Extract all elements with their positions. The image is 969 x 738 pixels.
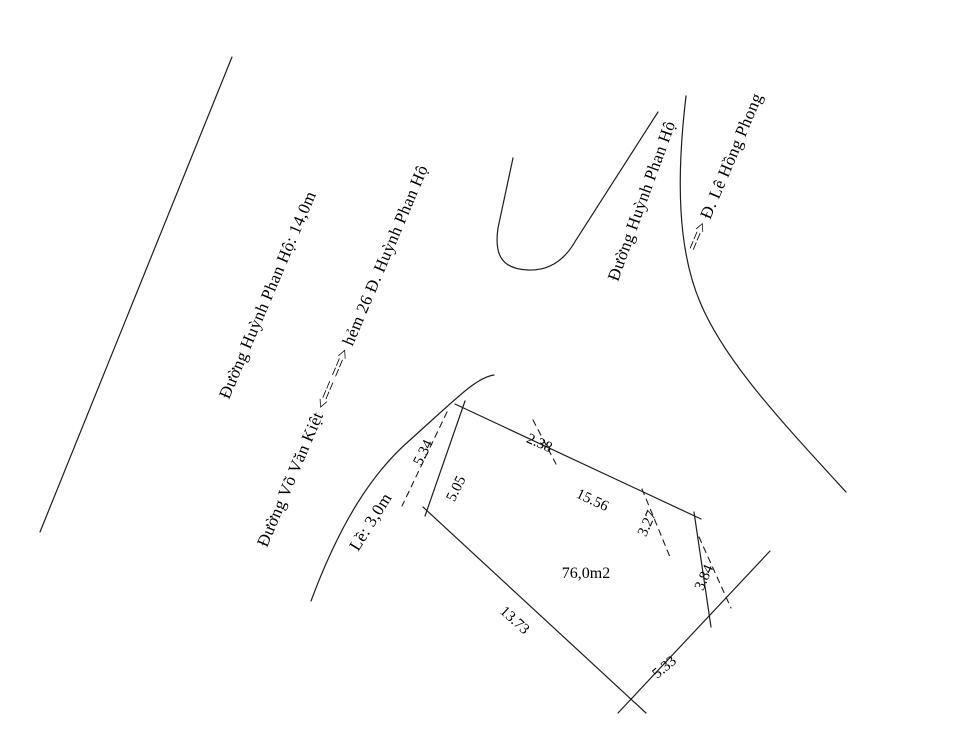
- witness-line-2-38: [532, 419, 557, 465]
- witness-line-3-27: [641, 488, 671, 558]
- witness-line-5-34: [401, 411, 448, 507]
- road-edge-left-line: [39, 56, 233, 533]
- parcel-corner-cut-edge: [617, 550, 771, 714]
- parcel-top-edge: [454, 403, 702, 520]
- curb-line: [310, 374, 495, 602]
- parcel-left-edge: [424, 400, 466, 517]
- road-hairpin-curve-line: [496, 111, 659, 271]
- witness-line-3-84: [698, 536, 732, 609]
- road-edge-right-line: [679, 95, 847, 493]
- parcel-bottom-edge: [422, 506, 647, 714]
- parcel-area-label: 76,0m2: [561, 565, 611, 582]
- parcel-right-edge: [693, 511, 712, 628]
